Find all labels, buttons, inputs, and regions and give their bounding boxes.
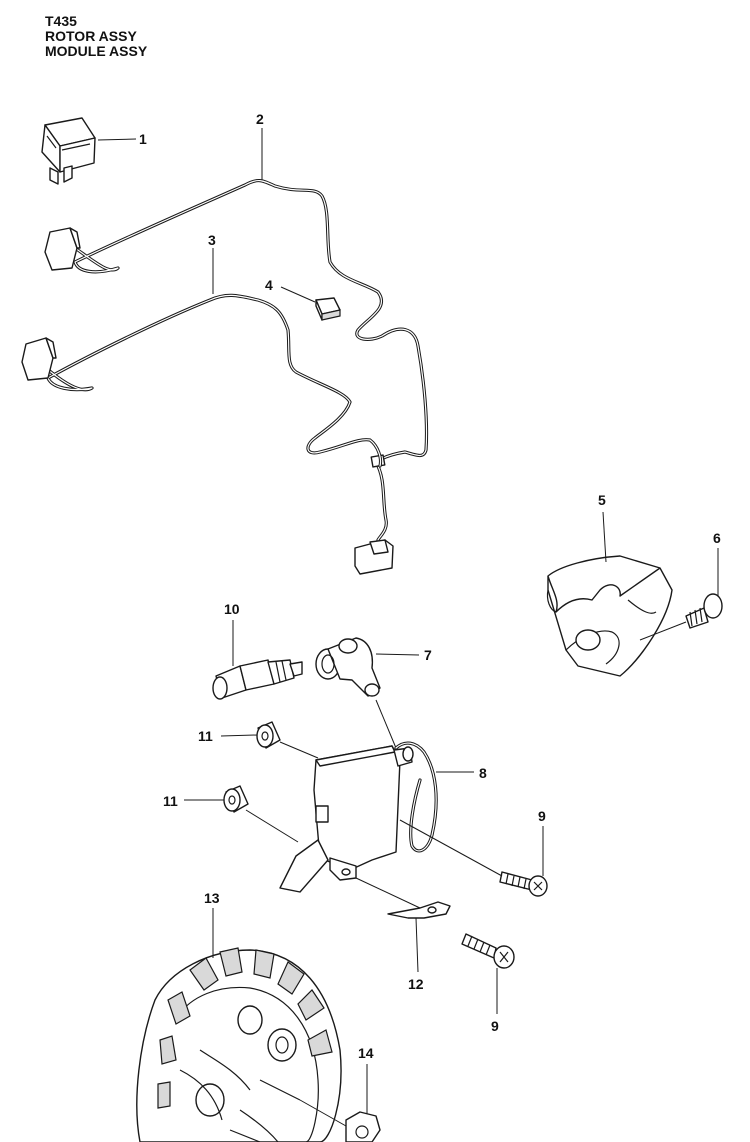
part-9-screw-upper: [499, 871, 548, 897]
leader-14b: [299, 1099, 347, 1127]
leader-5: [602, 511, 607, 563]
part-11-spacer-upper: [256, 721, 281, 749]
part-5-cover: [546, 555, 673, 677]
leader-11b-b: [245, 809, 299, 843]
callout-14: 14: [358, 1045, 374, 1061]
callout-12: 12: [408, 976, 424, 992]
part-2-wire-harness: [44, 179, 429, 575]
part-12-bracket: [387, 901, 451, 919]
callout-9-lower: 9: [491, 1018, 499, 1034]
leader-12: [415, 917, 419, 973]
leader-4: [280, 286, 316, 303]
callout-10: 10: [224, 601, 240, 617]
callout-11-lower: 11: [163, 793, 178, 809]
leader-9b-b: [355, 877, 421, 909]
callout-9-upper: 9: [538, 808, 546, 824]
leader-9a-b: [399, 819, 503, 877]
callout-4: 4: [265, 277, 273, 293]
callout-8: 8: [479, 765, 487, 781]
callout-2: 2: [256, 111, 264, 127]
diagram-header: T435 ROTOR ASSY MODULE ASSY: [45, 14, 147, 59]
assembly-title-module: MODULE ASSY: [45, 43, 148, 59]
leader-11a: [220, 734, 258, 737]
callout-11-upper: 11: [198, 728, 213, 744]
leader-7: [375, 653, 420, 656]
callout-3: 3: [208, 232, 216, 248]
part-14-nut: [345, 1111, 381, 1142]
callout-1: 1: [139, 131, 147, 147]
part-11-spacer-lower: [223, 785, 249, 813]
part-6-screw: [685, 593, 723, 629]
callout-13: 13: [204, 890, 220, 906]
leader-1: [97, 138, 137, 141]
part-13-flywheel: [136, 947, 342, 1142]
part-7-plug-cap: [315, 637, 381, 697]
leader-11a-b: [279, 741, 319, 759]
assembly-title-rotor: ROTOR ASSY: [45, 28, 137, 44]
part-10-spark-plug: [212, 659, 303, 700]
callout-6: 6: [713, 530, 721, 546]
model-number: T435: [45, 13, 77, 29]
leader-6b: [639, 621, 687, 641]
callout-5: 5: [598, 492, 606, 508]
part-3-wire-harness: [21, 293, 383, 468]
leader-7b: [375, 699, 397, 749]
part-4-clip: [315, 297, 341, 321]
part-1-switch: [41, 117, 96, 185]
callout-7: 7: [424, 647, 432, 663]
part-8-ignition-module: [279, 741, 438, 893]
part-9-screw-lower: [461, 933, 515, 969]
